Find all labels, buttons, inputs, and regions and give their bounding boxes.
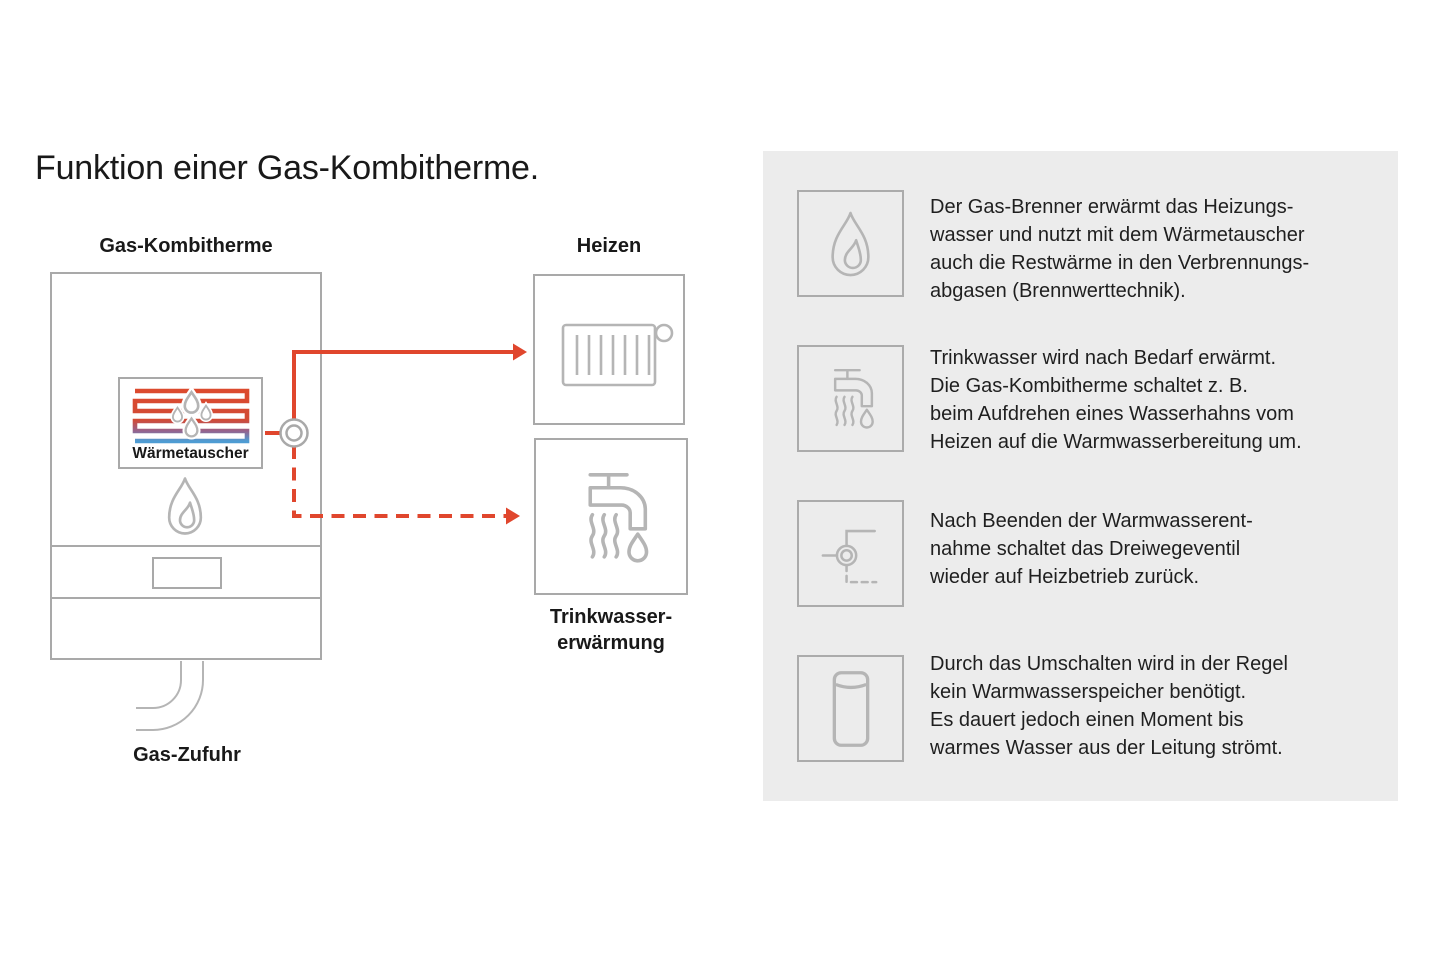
burner-flame-icon <box>167 477 203 535</box>
boiler-divider-top <box>50 545 322 547</box>
heating-label: Heizen <box>576 235 642 257</box>
valve-icon-box <box>797 500 904 607</box>
tap-icon <box>588 473 649 563</box>
panel-text-valve: Nach Beenden der Warmwasserent- nahme sc… <box>930 510 1253 588</box>
heating-flow-arrow <box>292 350 513 420</box>
tank-icon-box <box>797 655 904 762</box>
gas-supply-label: Gas-Zufuhr <box>133 744 241 766</box>
page-title: Funktion einer Gas-Kombitherme. <box>35 149 540 187</box>
heat-exchanger-label: Wärmetauscher <box>132 445 249 462</box>
flame-icon-box <box>797 190 904 297</box>
tap-icon <box>833 368 874 429</box>
panel-text-burner: Der Gas-Brenner erwärmt das Heizungs- wa… <box>930 196 1310 302</box>
heat-exchanger-coil-icon <box>132 386 250 444</box>
panel-text-dhw: Trinkwasser wird nach Bedarf erwärmt. Di… <box>930 347 1302 453</box>
boiler-label: Gas-Kombitherme <box>99 235 273 257</box>
heating-box <box>533 274 685 425</box>
flame-icon <box>831 211 870 276</box>
dhw-label: Trinkwasser- erwärmung <box>549 606 673 654</box>
info-panel: Der Gas-Brenner erwärmt das Heizungs- wa… <box>763 151 1398 801</box>
water-tank-icon <box>832 670 869 747</box>
three-way-valve-icon <box>821 529 877 583</box>
boiler-divider-bottom <box>50 597 322 599</box>
gas-pipe <box>136 661 182 709</box>
panel-text-tank: Durch das Umschalten wird in der Regel k… <box>930 653 1288 759</box>
boiler-control-panel <box>152 557 222 589</box>
heat-exchanger-box: Wärmetauscher <box>118 377 263 469</box>
dhw-flow-arrow <box>292 446 506 518</box>
dhw-box <box>534 438 688 595</box>
tap-icon-box <box>797 345 904 452</box>
radiator-icon <box>561 323 674 387</box>
